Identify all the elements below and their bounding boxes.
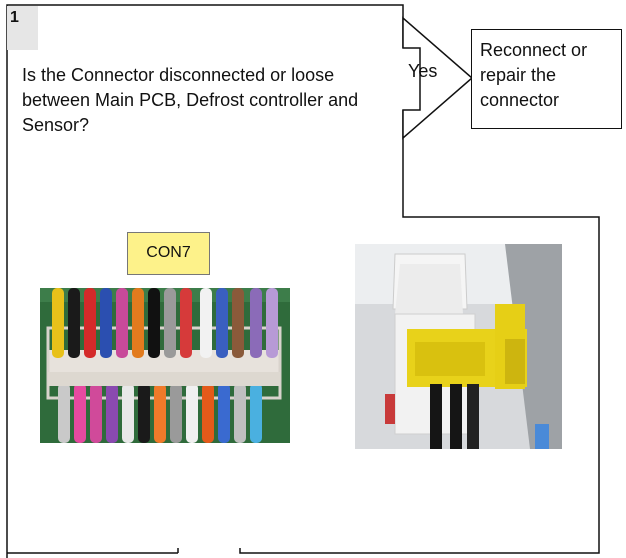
yes-arrow bbox=[402, 16, 474, 140]
wire-row-top bbox=[52, 288, 278, 358]
pcb-connector-photo bbox=[40, 288, 290, 443]
step-box-outline-right bbox=[239, 110, 600, 554]
action-box: Reconnect or repair the connector bbox=[471, 29, 622, 129]
sensor-connector-photo bbox=[355, 244, 562, 449]
question-text: Is the Connector disconnected or loose b… bbox=[22, 65, 359, 135]
wire-row-bottom bbox=[58, 383, 262, 443]
step-number: 1 bbox=[7, 6, 38, 50]
yes-label: Yes bbox=[408, 61, 438, 81]
con7-label: CON7 bbox=[127, 232, 210, 275]
